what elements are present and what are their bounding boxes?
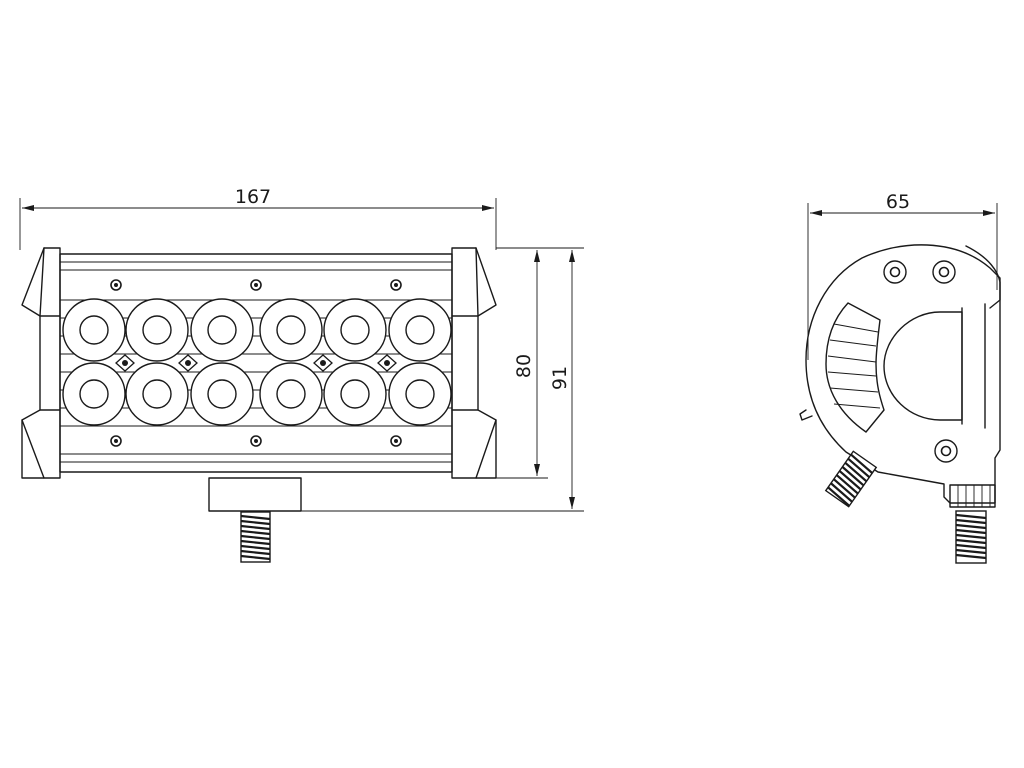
screw [250, 435, 262, 447]
angled-bolt [824, 450, 878, 508]
led [259, 362, 323, 426]
screw [110, 279, 122, 291]
screw [883, 260, 907, 284]
screw [934, 439, 958, 463]
dimension-total-height-label: 91 [549, 366, 571, 390]
led [259, 298, 323, 362]
led [125, 298, 189, 362]
side-view: 65 [799, 191, 1001, 564]
screw [250, 279, 262, 291]
diamond-markers [115, 354, 397, 372]
screw [390, 279, 402, 291]
led [190, 298, 254, 362]
screw [110, 435, 122, 447]
side-housing [799, 244, 1001, 508]
led [62, 298, 126, 362]
led [388, 298, 452, 362]
screw [932, 260, 956, 284]
led-row-bottom [62, 362, 452, 426]
side-screws [883, 260, 958, 463]
side-bolt [955, 510, 987, 564]
led [190, 362, 254, 426]
dimension-body-height: 80 [496, 247, 548, 479]
screw [390, 435, 402, 447]
light-bar-housing [21, 247, 497, 479]
dimension-width: 167 [19, 186, 497, 250]
led [323, 298, 387, 362]
led [388, 362, 452, 426]
led [125, 362, 189, 426]
dimension-depth-label: 65 [886, 191, 910, 213]
led [323, 362, 387, 426]
led-row-top [62, 298, 452, 362]
diamond-marker [377, 354, 397, 372]
diamond-marker [115, 354, 135, 372]
dimension-depth: 65 [807, 191, 998, 360]
mounting-bracket [208, 477, 302, 512]
diamond-marker [178, 354, 198, 372]
front-screws [110, 279, 402, 447]
dimension-total-height: 91 [300, 247, 584, 512]
mounting-bolt [240, 511, 271, 563]
diamond-marker [313, 354, 333, 372]
dimension-width-label: 167 [235, 186, 271, 208]
led [62, 362, 126, 426]
dimension-body-height-label: 80 [513, 354, 535, 378]
front-view: 167 80 91 [19, 186, 584, 563]
